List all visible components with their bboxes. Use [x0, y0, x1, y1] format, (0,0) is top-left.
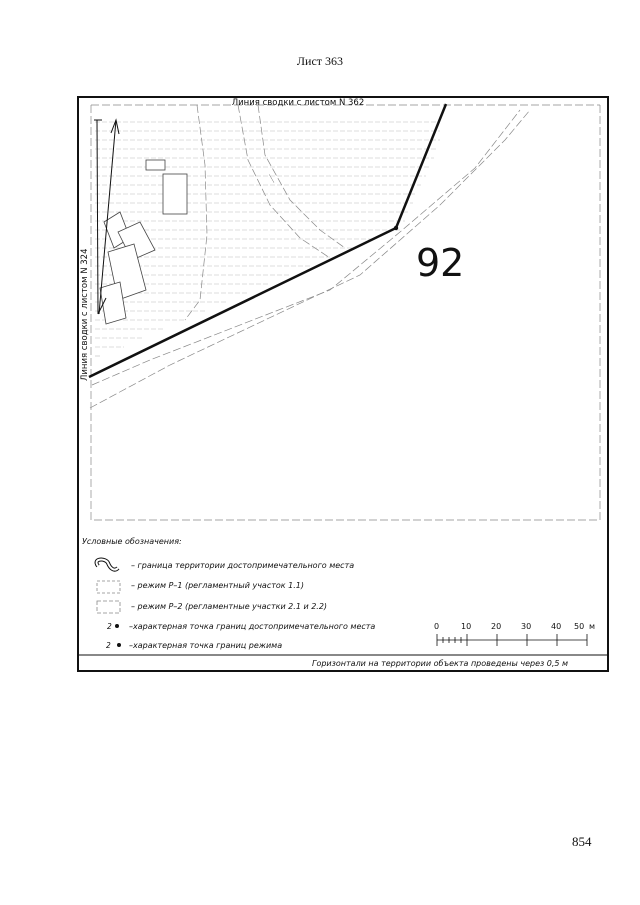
scale-label-30: 30: [521, 622, 532, 631]
sheet-title: Лист 363: [296, 54, 344, 68]
point-marker-1: 2: [107, 622, 112, 631]
scale-label-10: 10: [461, 622, 472, 631]
scale-bar: [436, 634, 588, 646]
point-icon-1: [115, 624, 119, 628]
legend-item-boundary: – граница территории достопримечательног…: [131, 561, 355, 570]
north-arrow: [94, 118, 120, 315]
page-number: 854: [572, 834, 592, 849]
buildings: [99, 159, 188, 325]
legend-item-regime-p1: – режим Р–1 (регламентный участок 1.1): [131, 581, 304, 590]
scale-label-20: 20: [491, 622, 502, 631]
zone-number: 92: [416, 241, 464, 285]
site-boundary: [88, 103, 448, 379]
point-marker-2: 2: [106, 641, 111, 650]
left-match-line-label: Линия сводки с листом N 324: [80, 249, 90, 382]
point-icon-2: [117, 643, 121, 647]
regime-p2-icon: [96, 600, 121, 614]
scale-label-50: 50: [574, 622, 585, 631]
legend-item-regime-point: –характерная точка границ режима: [129, 641, 283, 650]
scale-label-40: 40: [551, 622, 562, 631]
svg-text:────: ────: [267, 172, 277, 184]
regime-boundaries: [89, 104, 601, 521]
scale-unit: м: [589, 622, 596, 631]
legend-item-regime-p2: – режим Р–2 (регламентные участки 2.1 и …: [131, 602, 328, 611]
scale-label-0: 0: [434, 622, 440, 631]
boundary-icon: [94, 557, 120, 572]
map-frame: [77, 96, 609, 672]
road-label-mark: ────: [267, 172, 277, 184]
contour-note: Горизонтали на территории объекта провед…: [312, 659, 569, 668]
regime-p1-icon: [96, 580, 121, 594]
legend-title: Условные обозначения:: [82, 537, 182, 546]
legend-item-site-point: –характерная точка границ достопримечате…: [129, 622, 376, 631]
top-match-line-label: Линия сводки с листом N 362: [232, 98, 365, 108]
